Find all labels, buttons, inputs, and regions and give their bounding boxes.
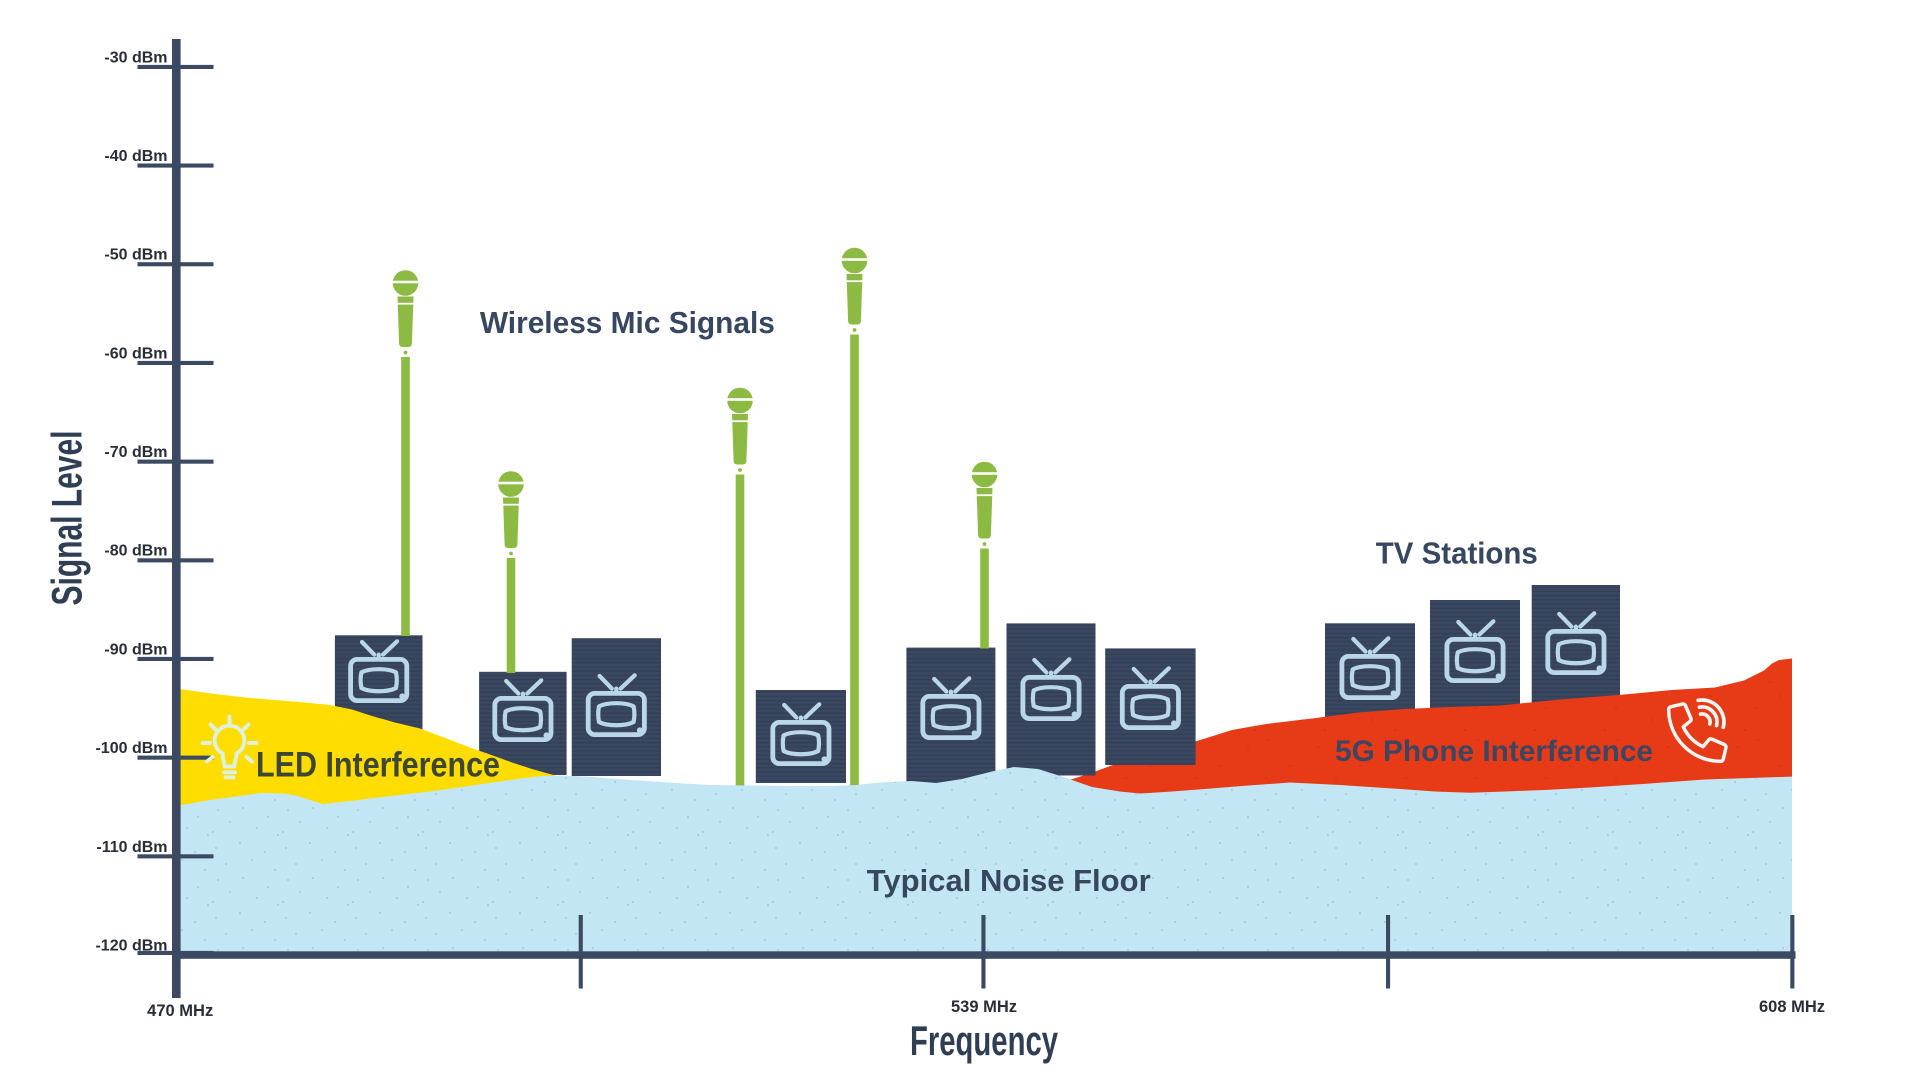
svg-text:-80 dBm: -80 dBm xyxy=(104,543,167,560)
svg-text:-70 dBm: -70 dBm xyxy=(104,444,167,461)
svg-text:-60 dBm: -60 dBm xyxy=(104,345,167,362)
svg-text:539 MHz: 539 MHz xyxy=(951,998,1017,1016)
svg-text:470 MHz: 470 MHz xyxy=(147,1002,213,1020)
svg-text:-40 dBm: -40 dBm xyxy=(104,148,167,165)
svg-text:Signal Level: Signal Level xyxy=(44,431,92,606)
svg-text:Frequency: Frequency xyxy=(910,1017,1058,1064)
svg-text:-50 dBm: -50 dBm xyxy=(104,247,167,264)
svg-text:-100 dBm: -100 dBm xyxy=(95,740,167,757)
svg-text:608 MHz: 608 MHz xyxy=(1759,998,1825,1016)
svg-text:Typical Noise Floor: Typical Noise Floor xyxy=(867,863,1151,898)
svg-text:TV Stations: TV Stations xyxy=(1376,536,1538,571)
svg-text:LED Interference: LED Interference xyxy=(256,745,500,784)
svg-text:5G Phone Interference: 5G Phone Interference xyxy=(1335,735,1653,768)
svg-text:-110 dBm: -110 dBm xyxy=(96,839,167,856)
svg-text:Wireless Mic Signals: Wireless Mic Signals xyxy=(480,305,775,340)
svg-text:-90 dBm: -90 dBm xyxy=(104,641,167,658)
svg-text:-30 dBm: -30 dBm xyxy=(104,49,167,66)
svg-text:-120 dBm: -120 dBm xyxy=(95,938,167,955)
